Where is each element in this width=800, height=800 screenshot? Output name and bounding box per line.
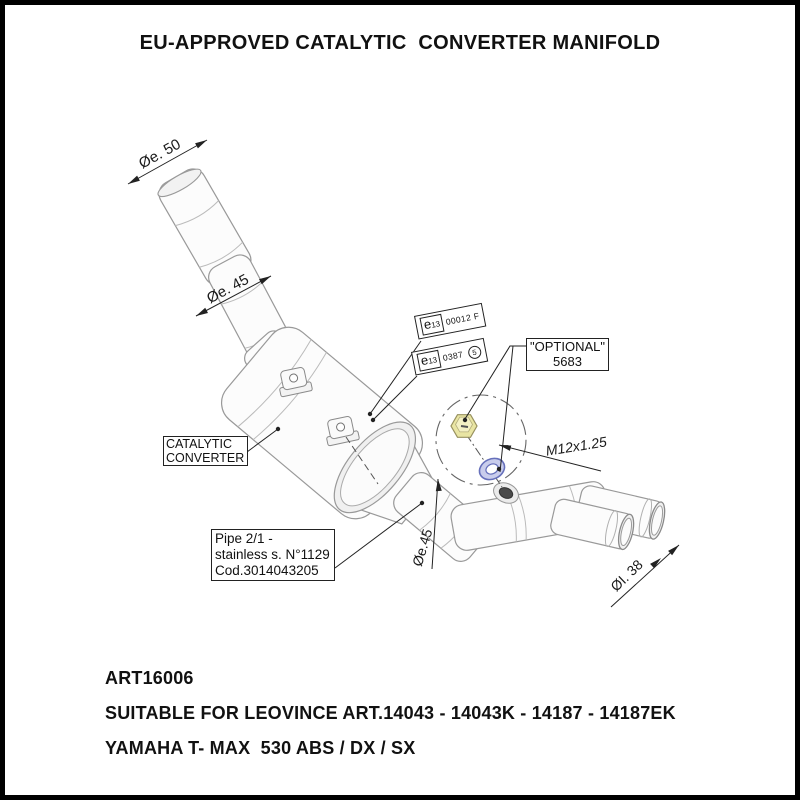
e13-mark: e13	[419, 313, 445, 336]
vehicle-text: YAMAHA T- MAX 530 ABS / DX / SX	[105, 738, 416, 758]
dimension-lines	[127, 139, 680, 608]
pipe-part-callout: Pipe 2/1 - stainless s. N°1129 Cod.30140…	[211, 529, 335, 581]
homologation-code: 0387	[441, 349, 464, 363]
detail-circle	[435, 394, 527, 486]
tab-bolt-axis-line	[345, 436, 379, 485]
hex-nut	[450, 414, 478, 438]
page-title: EU-APPROVED CATALYTIC CONVERTER MANIFOLD	[139, 32, 661, 54]
article-code: ART16006	[105, 668, 194, 688]
circled-number: 5	[466, 344, 482, 360]
compatibility-text: SUITABLE FOR LEOVINCE ART.14043 - 14043K…	[105, 703, 676, 723]
spring-washer	[478, 457, 506, 481]
dim-outer-diameter-top: Øe. 50	[136, 136, 184, 173]
optional-callout: "OPTIONAL" 5683	[526, 338, 609, 371]
e13-mark: e13	[416, 349, 442, 372]
outlet-tube-front	[550, 498, 635, 551]
mounting-tab-lower	[326, 415, 360, 447]
inlet-pipe-upper	[157, 168, 252, 286]
homologation-code: 00012 F	[444, 310, 481, 327]
sensor-boss-hole	[493, 482, 519, 504]
dim-outer-diameter-lower: Øe.45	[409, 527, 436, 568]
dim-inner-diameter-outlet: ØI. 38	[607, 556, 646, 594]
catalytic-converter-callout: CATALYTIC CONVERTER	[163, 436, 248, 466]
mounting-tab-upper	[279, 366, 313, 398]
dim-bolt-thread: M12x1.25	[545, 433, 608, 458]
